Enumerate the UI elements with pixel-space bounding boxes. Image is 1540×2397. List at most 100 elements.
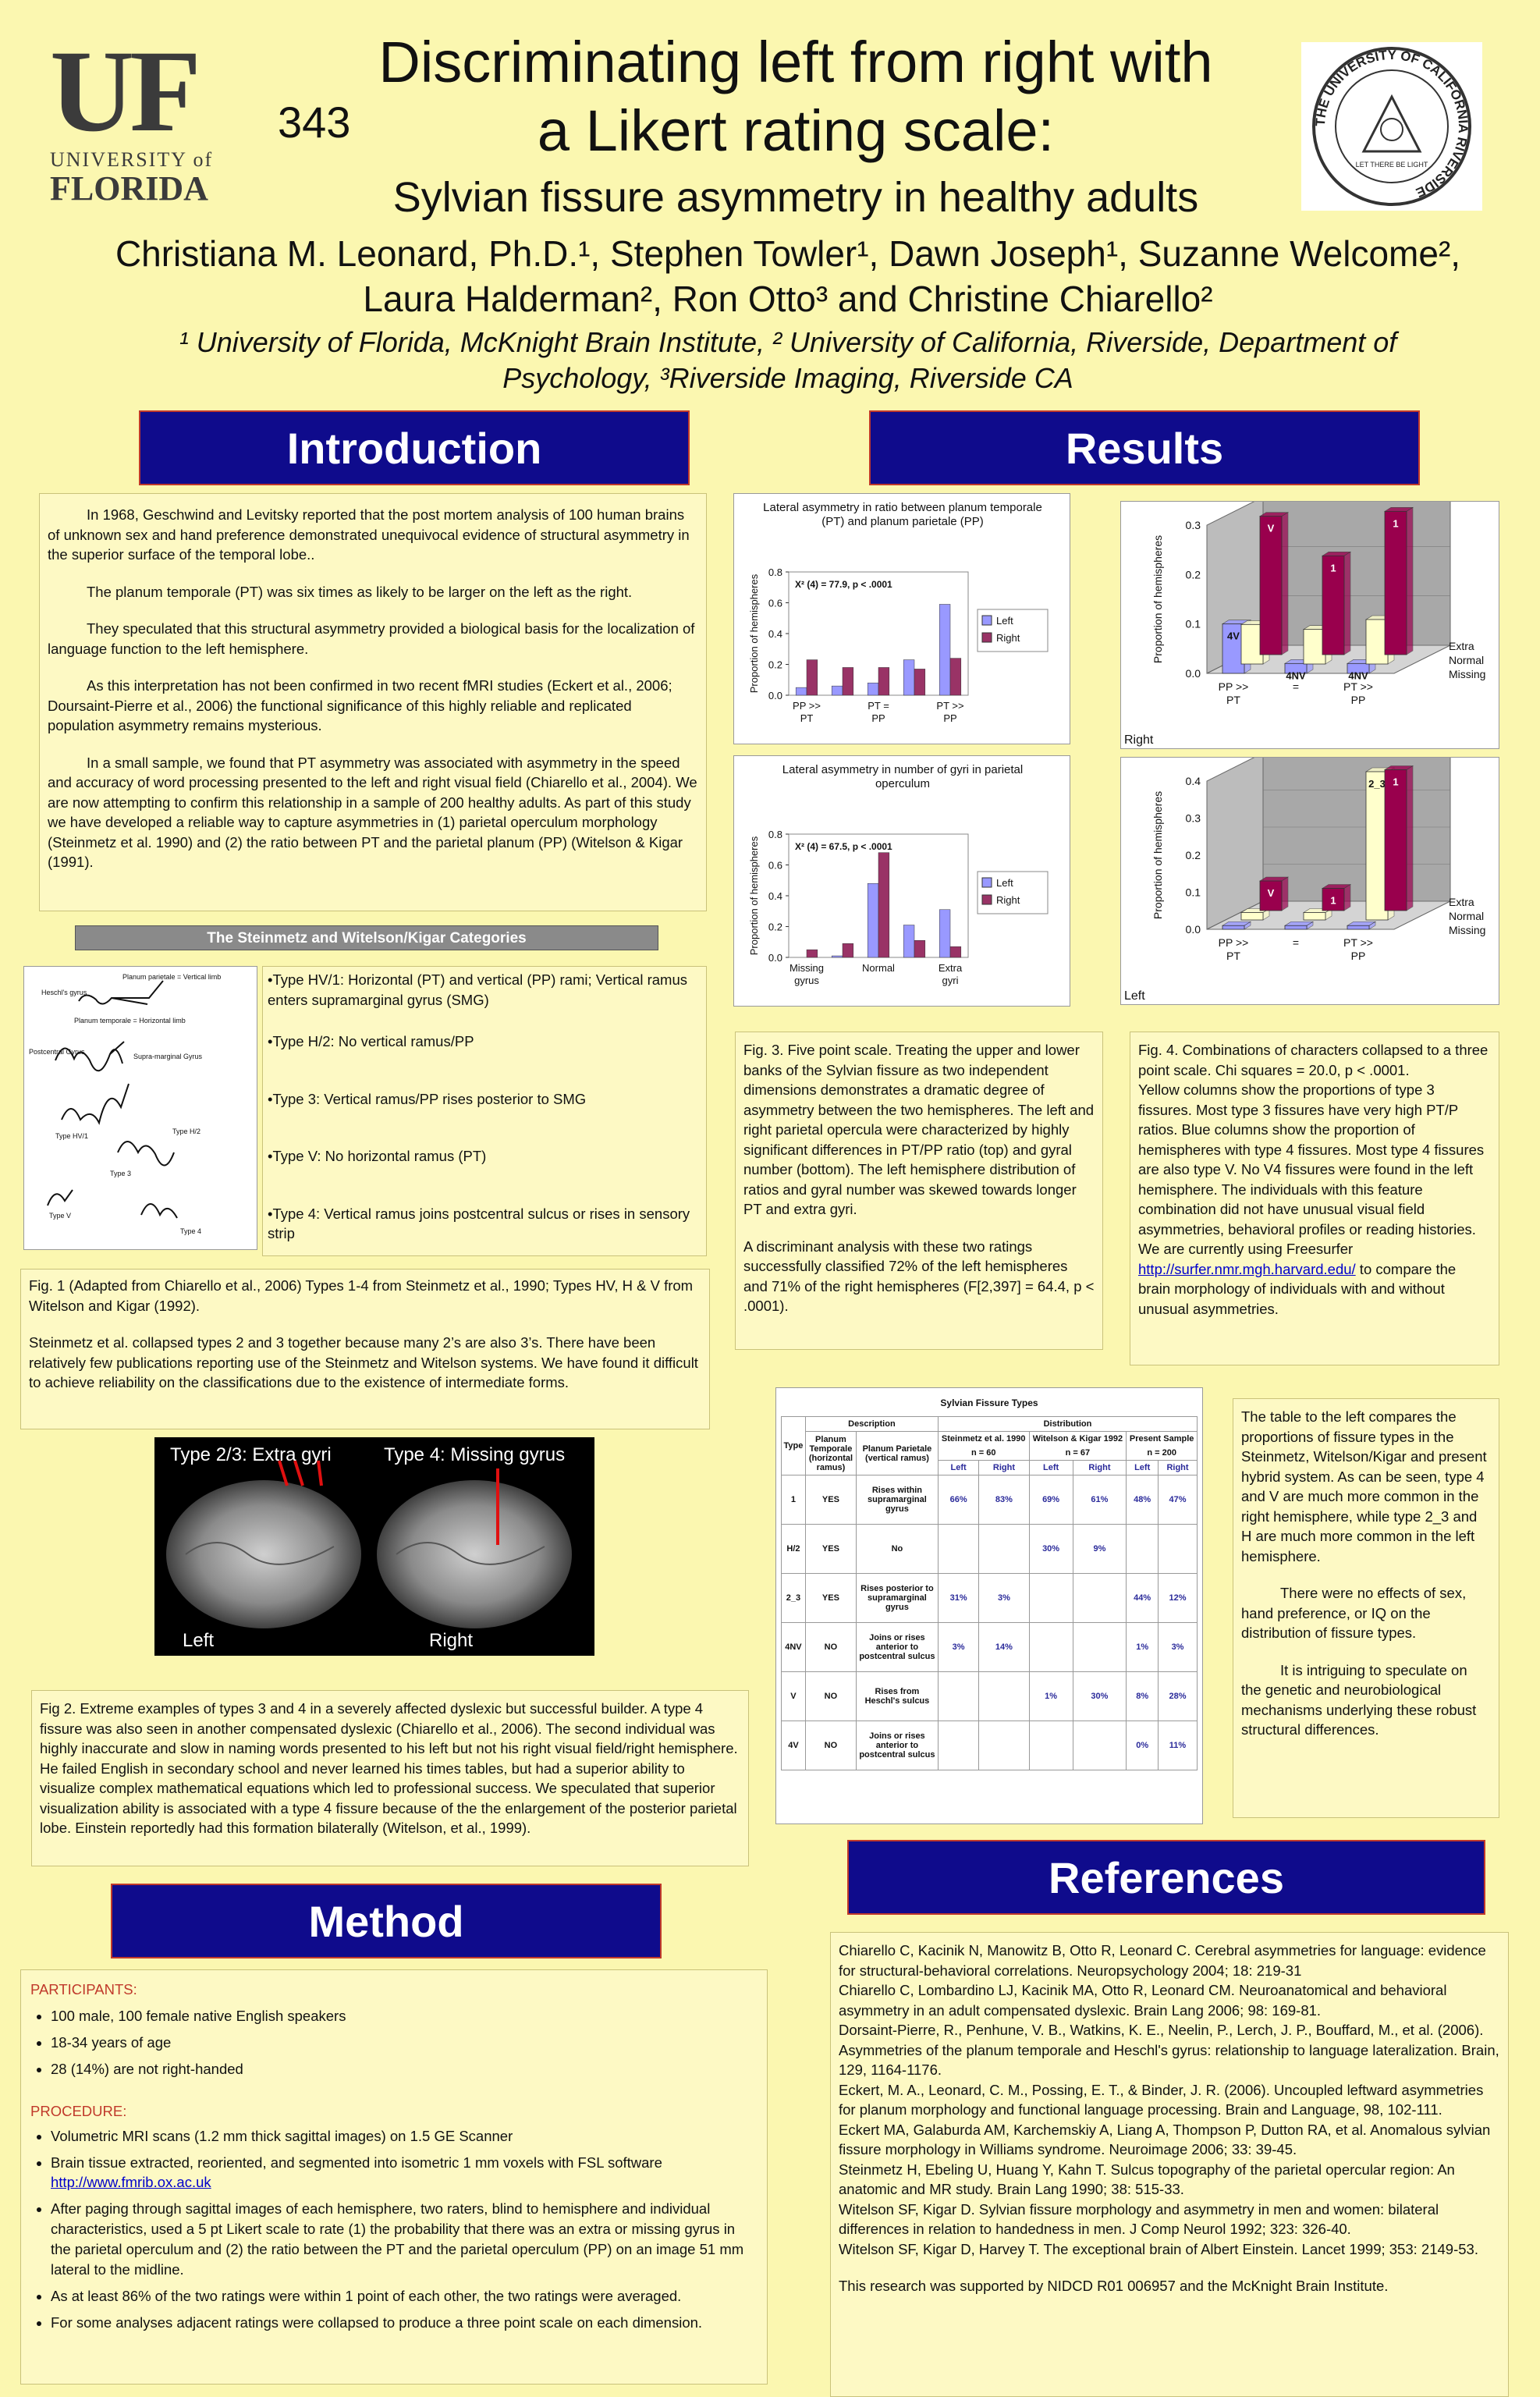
fig1-paragraph-2: Steinmetz et al. collapsed types 2 and 3… bbox=[29, 1334, 698, 1391]
table-cell-sl bbox=[937, 1524, 980, 1574]
y-axis-label: Proportion of hemispheres bbox=[748, 574, 760, 693]
bar-side bbox=[1343, 551, 1351, 655]
bar-missing bbox=[1222, 925, 1245, 930]
extra-gyri-arrow-2 bbox=[293, 1460, 304, 1486]
y-tick-label: 0.3 bbox=[1186, 812, 1201, 825]
category-label: PT bbox=[800, 712, 814, 724]
category-label: Extra bbox=[939, 962, 963, 974]
category-label: PP bbox=[1351, 694, 1366, 706]
th-planum-temporale: Planum Temporale (horizontal ramus) bbox=[804, 1431, 857, 1475]
bar-missing bbox=[1284, 925, 1308, 930]
table-cell-pl: 0% bbox=[1126, 1721, 1159, 1770]
table-cell-pr: 28% bbox=[1158, 1671, 1198, 1721]
table-cell-sl bbox=[937, 1671, 980, 1721]
poster-title: Discriminating left from right with a Li… bbox=[328, 28, 1264, 165]
type-3: •Type 3: Vertical ramus/PP rises posteri… bbox=[268, 1090, 587, 1107]
fig4-text-end: to compare the brain morphology of indiv… bbox=[1138, 1260, 1457, 1317]
bar-label: 4NV bbox=[1286, 669, 1306, 681]
brain-label-right: Right bbox=[429, 1630, 473, 1651]
chart-title: Lateral asymmetry in ratio between planu… bbox=[763, 501, 1042, 514]
bar-label: 2_3 bbox=[1368, 778, 1386, 790]
table-cell-pp: Rises from Heschl's sulcus bbox=[855, 1671, 939, 1721]
poster-subtitle: Sylvian fissure asymmetry in healthy adu… bbox=[392, 174, 1199, 221]
y-tick-label: 0.0 bbox=[768, 952, 782, 964]
diagram-label-heschl: Heschl's gyrus bbox=[41, 989, 87, 996]
th-left: Left bbox=[1126, 1460, 1159, 1475]
y-tick-label: 0.0 bbox=[1186, 667, 1201, 680]
y-tick-label: 0.4 bbox=[768, 628, 782, 640]
extra-gyri-arrow-1 bbox=[278, 1460, 289, 1486]
reference-item: Witelson SF, Kigar D, Harvey T. The exce… bbox=[839, 2240, 1478, 2257]
category-label: PP >> bbox=[1219, 936, 1249, 949]
table-cell-sr bbox=[978, 1671, 1030, 1721]
table-cell-pp: Rises posterior to supramarginal gyrus bbox=[855, 1573, 939, 1623]
th-distribution: Distribution bbox=[937, 1416, 1198, 1432]
fig3-paragraph-2: A discriminant analysis with these two r… bbox=[743, 1238, 1095, 1315]
y-tick-label: 0.8 bbox=[768, 829, 782, 840]
table-cell-pp: Rises within supramarginal gyrus bbox=[855, 1475, 939, 1525]
bar-extra bbox=[1259, 880, 1283, 911]
row-label: Missing bbox=[1449, 668, 1485, 680]
y-tick-label: 0.1 bbox=[1186, 886, 1201, 899]
bar-right bbox=[878, 852, 890, 958]
chi-square-annotation: X² (4) = 67.5, p < .0001 bbox=[795, 841, 892, 852]
legend-label: Right bbox=[996, 894, 1020, 906]
table-cell-type: H/2 bbox=[781, 1524, 806, 1574]
legend-swatch bbox=[981, 632, 992, 643]
hemisphere-label: Right bbox=[1124, 733, 1154, 747]
procedure-item-text: Brain tissue extracted, reoriented, and … bbox=[51, 2154, 662, 2171]
table-cell-wr bbox=[1072, 1622, 1127, 1672]
diagram-label-postcentral: Postcentral Gyrus bbox=[29, 1048, 85, 1056]
bar-right bbox=[806, 949, 818, 958]
category-label: = bbox=[1293, 936, 1299, 949]
bar-side bbox=[1343, 883, 1351, 911]
y-axis-label: Proportion of hemispheres bbox=[1151, 791, 1164, 919]
participants-list: 100 male, 100 female native English spea… bbox=[30, 2006, 758, 2079]
fig2-paragraph: Fig 2. Extreme examples of types 3 and 4… bbox=[40, 1700, 738, 1837]
bar-extra bbox=[1322, 555, 1345, 655]
uf-logo-letters: UF bbox=[50, 27, 201, 156]
bar-left bbox=[903, 659, 915, 696]
bar-right bbox=[878, 667, 890, 696]
type-h2: •Type H/2: No vertical ramus/PP bbox=[268, 1033, 474, 1050]
bar-normal bbox=[1365, 619, 1389, 665]
introduction-text: In 1968, Geschwind and Levitsky reported… bbox=[39, 493, 707, 911]
table-cell-pr: 12% bbox=[1158, 1573, 1198, 1623]
bar-missing bbox=[1347, 662, 1370, 674]
funding-note: This research was supported by NIDCD R01… bbox=[839, 2278, 1389, 2295]
bar-missing bbox=[1347, 925, 1370, 930]
table-cell-type: 4V bbox=[781, 1721, 806, 1770]
method-text: PARTICIPANTS: 100 male, 100 female nativ… bbox=[20, 1969, 768, 2385]
type-4: •Type 4: Vertical ramus joins postcentra… bbox=[268, 1205, 690, 1242]
bar-label: 4V bbox=[1227, 630, 1240, 642]
table-cell-pp: Joins or rises anterior to postcentral s… bbox=[855, 1721, 939, 1770]
bar-side bbox=[1281, 876, 1289, 911]
back-wall bbox=[1262, 496, 1451, 646]
bar-right bbox=[806, 659, 818, 696]
y-tick-label: 0.2 bbox=[768, 659, 782, 671]
freesurfer-link[interactable]: http://surfer.nmr.mgh.harvard.edu/ bbox=[1138, 1260, 1356, 1277]
table-cell-sl: 3% bbox=[937, 1622, 980, 1672]
table-cell-sr bbox=[978, 1524, 1030, 1574]
category-label: PT >> bbox=[936, 700, 963, 712]
uf-logo: UF UNIVERSITY of FLORIDA bbox=[50, 27, 253, 212]
y-tick-label: 0.1 bbox=[1186, 618, 1201, 630]
row-label: Extra bbox=[1449, 640, 1474, 652]
legend bbox=[977, 871, 1049, 914]
diagram-label-planum-temporale: Planum temporale = Horizontal limb bbox=[74, 1017, 186, 1024]
table-cell-pl bbox=[1126, 1524, 1159, 1574]
diagram-label-supramarginal: Supra-marginal Gyrus bbox=[133, 1053, 203, 1060]
fsl-link[interactable]: http://www.fmrib.ox.ac.uk bbox=[51, 2174, 211, 2191]
bar-left bbox=[939, 909, 951, 958]
extra-gyri-arrow-3 bbox=[317, 1460, 323, 1486]
title-line-1: Discriminating left from right with bbox=[378, 30, 1213, 94]
bar-extra bbox=[1384, 510, 1407, 655]
th-type: Type bbox=[781, 1416, 806, 1475]
procedure-list: Volumetric MRI scans (1.2 mm thick sagit… bbox=[30, 2126, 758, 2333]
ucr-seal: THE UNIVERSITY OF CALIFORNIA RIVERSIDE L… bbox=[1301, 42, 1482, 211]
table-cell-wl: 69% bbox=[1028, 1475, 1073, 1525]
y-tick-label: 0.2 bbox=[768, 922, 782, 933]
